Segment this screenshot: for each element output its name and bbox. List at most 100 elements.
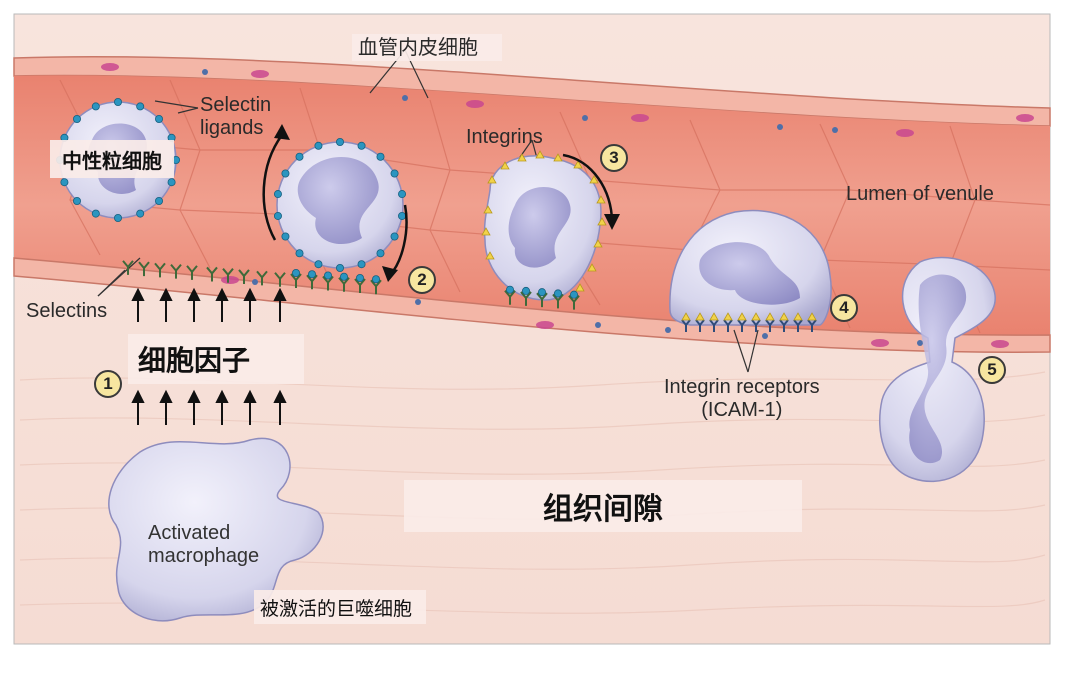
selectin-y	[186, 265, 198, 280]
icam-receptor	[709, 319, 719, 332]
cytokine-arrow-head	[215, 287, 229, 301]
cytokine-arrow-head	[131, 389, 145, 403]
bound-integrin	[709, 312, 719, 321]
step-5-badge: 5	[978, 356, 1006, 384]
selectin-y	[138, 261, 150, 277]
selectin-ligand-dot	[155, 114, 164, 123]
selectin-y	[256, 270, 268, 286]
icam-receptor	[807, 319, 817, 332]
selectin-y	[290, 273, 302, 288]
neutrophil-transmigrating	[878, 256, 996, 483]
selectin-ligand-dot	[273, 211, 282, 220]
step-2-badge: 2	[408, 266, 436, 294]
icam-receptor	[765, 319, 775, 332]
selectin-y	[354, 278, 366, 293]
bound-ligand-dot	[505, 285, 514, 294]
selectin-y	[170, 263, 182, 279]
cytokine-arrow-head	[187, 287, 201, 301]
cytokines-label-zh: 细胞因子	[128, 334, 305, 384]
bound-integrin	[723, 312, 733, 321]
selectin-ligand-dot	[295, 152, 304, 161]
integrin-mark	[535, 150, 545, 159]
bound-integrin	[765, 312, 775, 321]
activated-macrophage-label: Activated macrophage	[148, 522, 260, 567]
integrin-mark	[589, 175, 599, 184]
selectin-y	[520, 291, 532, 306]
integrin-mark	[517, 153, 527, 162]
integrin-mark	[596, 195, 606, 204]
selectin-ligand-dot	[155, 197, 164, 206]
step-4-badge: 4	[830, 294, 858, 322]
integrin-mark	[481, 227, 491, 236]
selectin-y	[154, 262, 166, 278]
integrin-mark	[587, 263, 597, 272]
integrin-mark	[573, 160, 583, 169]
selectin-ligand-dot	[136, 102, 145, 111]
selectins-label: Selectins	[26, 300, 108, 322]
neutrophil-adherent	[669, 209, 832, 326]
bound-ligand-dot	[554, 289, 563, 298]
integrin-mark	[483, 205, 493, 214]
integrins-label: Integrins	[466, 126, 543, 148]
selectin-ligand-dot	[314, 141, 323, 150]
selectin-ligand-dot	[167, 178, 176, 187]
selectin-y	[306, 274, 318, 290]
neutrophil-label-zh: 中性粒细胞	[50, 140, 174, 178]
bound-integrin	[751, 312, 761, 321]
selectin-y	[504, 290, 516, 305]
cytokine-arrow-head	[243, 389, 257, 403]
selectin-y	[370, 279, 382, 295]
bound-integrin	[737, 312, 747, 321]
bound-ligand-dot	[522, 286, 531, 295]
integrin-receptors-icam1	[681, 312, 817, 332]
selectin-ligand-dot	[357, 260, 366, 269]
selectin-ligand-dot	[314, 260, 323, 269]
endothelial-cells-label-zh: 血管内皮细胞	[352, 34, 502, 61]
selectin-y	[536, 292, 548, 308]
selectin-ligand-dot	[72, 197, 81, 206]
venule-lower-wall	[13, 257, 1051, 353]
selectin-y	[238, 269, 250, 284]
cytokine-arrow-head	[243, 287, 257, 301]
lumen-label: Lumen of venule	[846, 183, 994, 205]
selectin-ligand-dot	[72, 114, 81, 123]
selectin-ligand-dot	[273, 190, 282, 199]
neutrophil-activated	[483, 155, 602, 301]
selectins-on-endothelium	[122, 260, 580, 310]
selectin-ligand-dot	[357, 141, 366, 150]
selectin-ligand-dot	[281, 169, 290, 178]
bound-integrin	[793, 312, 803, 321]
selectin-y	[122, 260, 134, 275]
selectin-ligand-dot	[390, 169, 399, 178]
selectin-ligand-dot	[376, 249, 385, 258]
cytokine-arrow-head	[159, 287, 173, 301]
interstitium-label-zh: 组织间隙	[404, 480, 802, 532]
integrin-mark	[500, 161, 510, 170]
selectin-ligand-dot	[335, 137, 344, 146]
selectin-y	[322, 275, 334, 291]
selectin-ligands-cell1	[56, 98, 180, 222]
bound-ligand-dot	[339, 272, 348, 281]
bound-ligand-dot	[291, 268, 300, 277]
cytokine-arrow-head	[159, 389, 173, 403]
wall-junctions	[202, 69, 923, 346]
icam-receptor	[751, 319, 761, 332]
integrin-mark	[593, 239, 603, 248]
cytokine-arrows	[131, 287, 287, 425]
bound-integrin	[779, 312, 789, 321]
bound-ligand-dot	[570, 290, 579, 299]
selectin-ligand-dot	[60, 178, 69, 187]
selectin-y	[338, 277, 350, 292]
selectin-ligand-dot	[398, 211, 407, 220]
integrin-mark	[597, 217, 607, 226]
activated-macrophage-label-zh: 被激活的巨噬细胞	[254, 590, 427, 624]
icam-receptor	[737, 319, 747, 332]
neutrophil-rolling	[276, 141, 404, 269]
selectin-y	[206, 266, 218, 282]
icam-receptor	[723, 319, 733, 332]
integrin-receptors-label: Integrin receptors (ICAM-1)	[664, 376, 820, 421]
selectin-ligand-dot	[91, 102, 100, 111]
bound-ligand-dot	[307, 270, 316, 279]
